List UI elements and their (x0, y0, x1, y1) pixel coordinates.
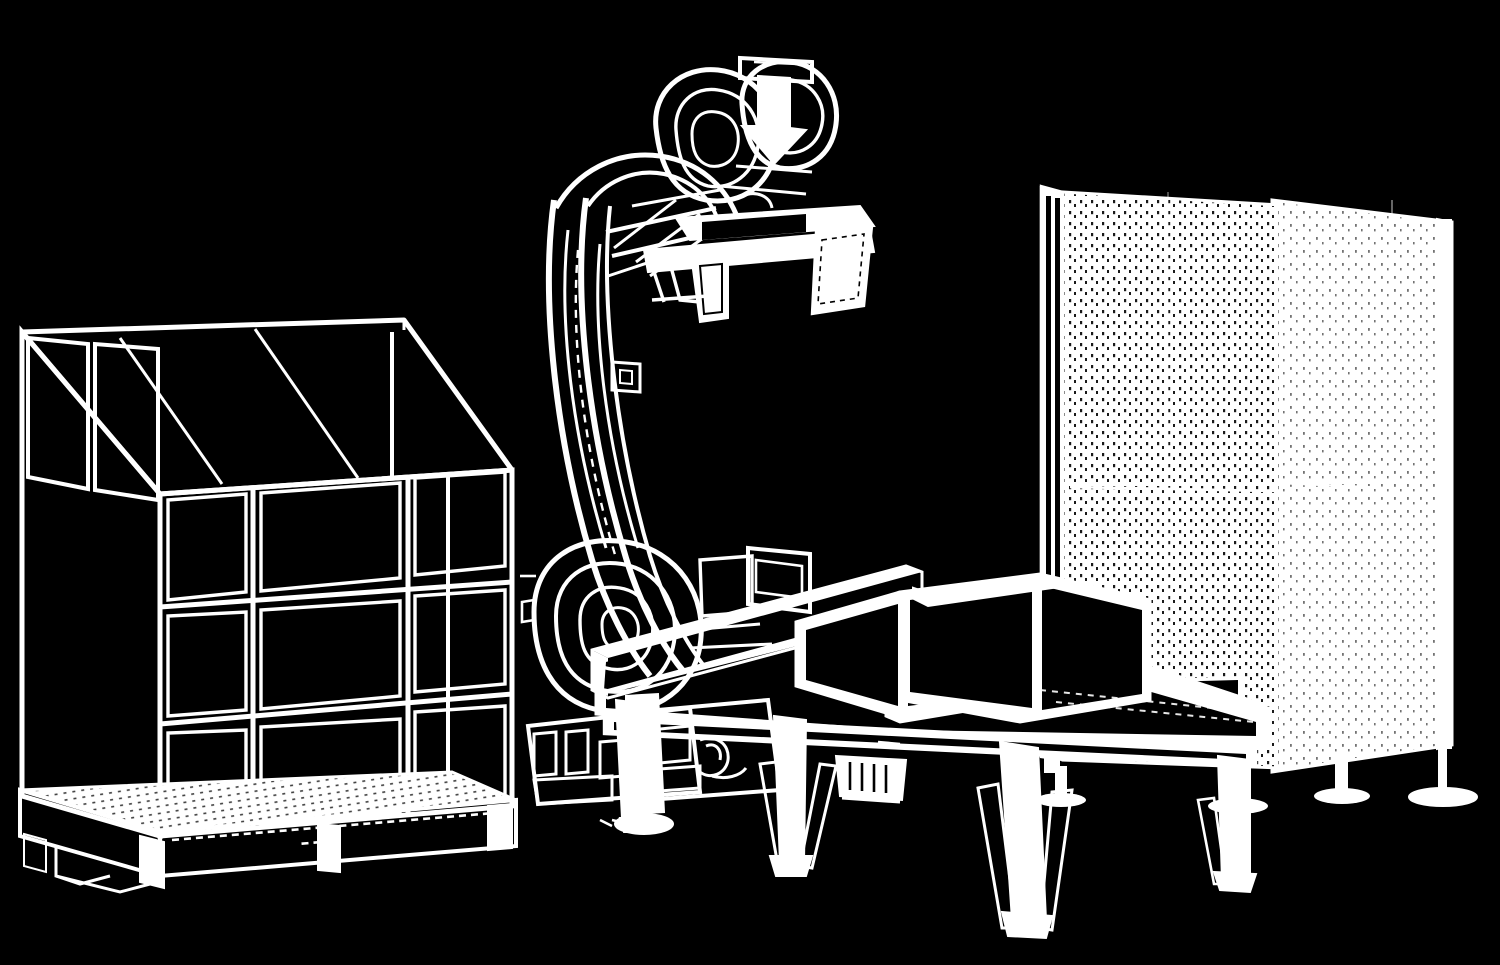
robot-gripper (642, 204, 876, 324)
pallet-stack (18, 317, 518, 894)
conveyor-drive-unit (834, 754, 908, 804)
fence-panel-right (1270, 198, 1454, 774)
gripper-paddle-right (810, 224, 874, 316)
misc-details (520, 574, 901, 828)
conveyor-box-right (896, 572, 1152, 724)
stack-side-face (20, 320, 515, 839)
robot-wrist (653, 55, 840, 209)
wooden-pallet (18, 770, 518, 894)
robot-base (525, 692, 783, 835)
palletizing-robot (525, 55, 876, 835)
fence-post-right (1408, 217, 1478, 807)
robot-lower-arm (545, 197, 706, 678)
